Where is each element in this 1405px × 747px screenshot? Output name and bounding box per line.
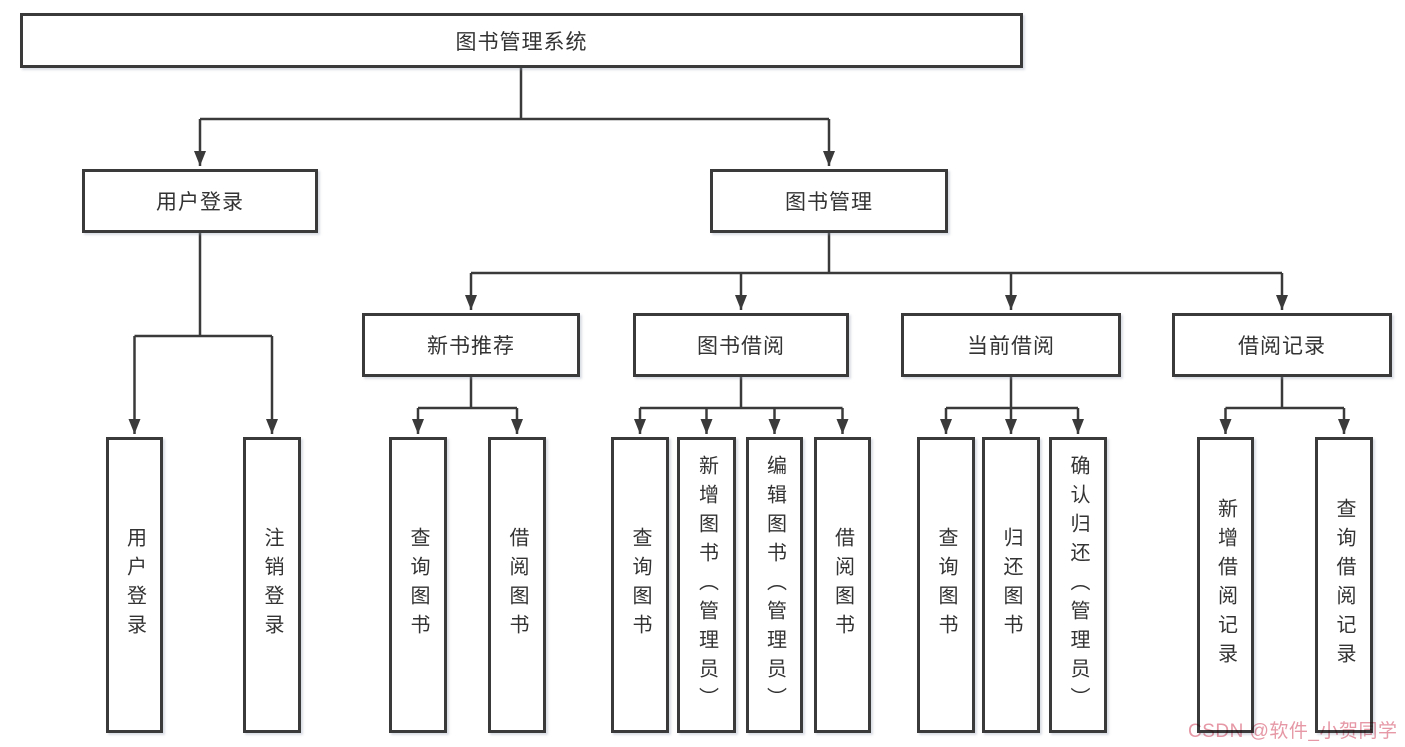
leaf-current-return-books: 归还图书 [982,437,1040,733]
leaf-borrow-search-books: 查询图书 [611,437,669,733]
leaf-current-confirm-return-admin: 确认归还（管理员） [1049,437,1107,733]
leaf-records-add-record: 新增借阅记录 [1197,437,1254,733]
leaf-borrow-add-books-admin: 新增图书（管理员） [677,437,736,733]
leaf-newbook-search-books: 查询图书 [389,437,447,733]
leaf-records-search-record: 查询借阅记录 [1315,437,1373,733]
leaf-borrow-search-books-label: 查询图书 [629,527,651,643]
node-book-borrowing: 图书借阅 [633,313,849,377]
leaf-newbook-borrow-books: 借阅图书 [488,437,546,733]
leaf-user-login-label: 用户登录 [123,527,146,643]
leaf-current-search-books: 查询图书 [917,437,975,733]
node-new-book-recommendation-label: 新书推荐 [427,335,515,358]
node-book-borrowing-label: 图书借阅 [697,335,785,358]
node-book-management: 图书管理 [710,169,948,233]
node-current-borrowing: 当前借阅 [901,313,1121,377]
leaf-current-search-books-label: 查询图书 [935,527,957,643]
leaf-newbook-search-books-label: 查询图书 [407,527,429,643]
node-current-borrowing-label: 当前借阅 [967,335,1055,358]
node-book-management-label: 图书管理 [785,191,873,214]
leaf-user-login: 用户登录 [106,437,163,733]
leaf-current-confirm-return-admin-label: 确认归还（管理员） [1067,454,1089,716]
node-root-label: 图书管理系统 [455,30,588,54]
leaf-borrow-edit-books-admin: 编辑图书（管理员） [746,437,803,733]
leaf-borrow-add-books-admin-label: 新增图书（管理员） [695,454,718,716]
leaf-current-return-books-label: 归还图书 [1000,527,1022,643]
node-root: 图书管理系统 [20,13,1023,68]
leaf-borrow-borrow-books: 借阅图书 [814,437,871,733]
csdn-watermark: CSDN @软件_小贺同学 [1188,721,1398,742]
node-borrowing-records: 借阅记录 [1172,313,1392,377]
leaf-borrow-edit-books-admin-label: 编辑图书（管理员） [763,454,786,716]
node-user-login-label: 用户登录 [156,191,244,214]
leaf-borrow-borrow-books-label: 借阅图书 [831,527,854,643]
leaf-logout-label: 注销登录 [261,527,283,643]
leaf-newbook-borrow-books-label: 借阅图书 [506,527,528,643]
node-user-login: 用户登录 [82,169,318,233]
leaf-records-search-record-label: 查询借阅记录 [1333,498,1355,672]
node-borrowing-records-label: 借阅记录 [1238,335,1326,358]
node-new-book-recommendation: 新书推荐 [362,313,580,377]
leaf-logout: 注销登录 [243,437,301,733]
leaf-records-add-record-label: 新增借阅记录 [1214,498,1237,672]
